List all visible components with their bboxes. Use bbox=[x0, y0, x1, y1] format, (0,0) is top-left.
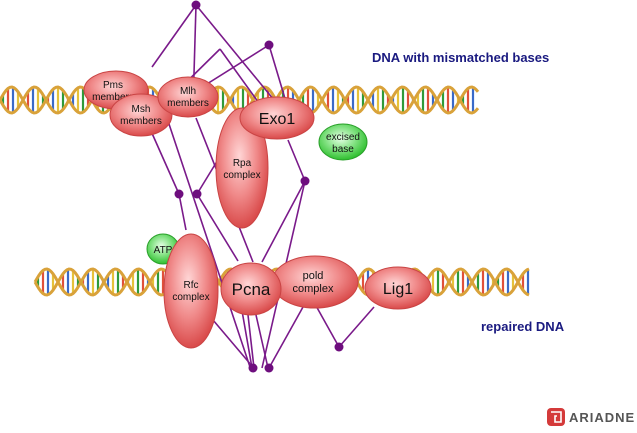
interaction-edge bbox=[255, 314, 269, 369]
junction-node bbox=[300, 176, 310, 186]
interaction-edge bbox=[240, 304, 253, 369]
node-pold-line1: pold bbox=[303, 270, 324, 282]
junction-node bbox=[264, 363, 274, 373]
interaction-edge bbox=[219, 48, 262, 107]
interaction-edge bbox=[247, 314, 255, 369]
interaction-edge bbox=[196, 193, 239, 262]
interaction-edge bbox=[287, 139, 306, 182]
junction-node bbox=[174, 189, 184, 199]
node-rpa-line2: complex bbox=[223, 170, 260, 181]
dna-top-strand-backbone bbox=[0, 85, 480, 115]
junction-node bbox=[248, 363, 258, 373]
interaction-edge bbox=[338, 306, 375, 348]
junction-node bbox=[192, 189, 202, 199]
interaction-edge bbox=[167, 120, 252, 371]
interaction-edge bbox=[195, 4, 275, 101]
node-pms-line2: members bbox=[92, 92, 134, 103]
node-mlh-line1: Mlh bbox=[180, 86, 196, 97]
node-msh-line1: Msh bbox=[132, 104, 151, 115]
node-lig1-label: Lig1 bbox=[383, 281, 413, 298]
interaction-edge bbox=[212, 319, 253, 367]
interaction-edge bbox=[314, 303, 340, 348]
node-pms-line1: Pms bbox=[103, 80, 123, 91]
junction-node bbox=[334, 342, 344, 352]
node-rfc-line1: Rfc bbox=[184, 280, 199, 291]
node-pcna-label: Pcna bbox=[232, 280, 271, 299]
node-exo1[interactable]: Exo1 bbox=[239, 96, 315, 140]
logo-text: ARIADNE bbox=[569, 410, 635, 425]
interaction-edge bbox=[178, 193, 187, 231]
label-top-strand: DNA with mismatched bases bbox=[372, 50, 549, 65]
logo-maze-icon bbox=[547, 408, 565, 426]
junction-node bbox=[264, 40, 274, 50]
junction-layer bbox=[174, 0, 344, 373]
node-pold-line2: complex bbox=[293, 283, 334, 295]
node-excised-base-line1: excised bbox=[326, 132, 360, 143]
interaction-edge bbox=[261, 180, 306, 263]
interaction-edge bbox=[150, 130, 180, 195]
node-excised-base-line2: base bbox=[332, 144, 354, 155]
node-exo1-label: Exo1 bbox=[259, 111, 296, 128]
node-rpa-line1: Rpa bbox=[233, 158, 252, 169]
node-atp-label: ATP bbox=[154, 245, 173, 256]
node-lig1[interactable]: Lig1 bbox=[364, 266, 432, 310]
node-msh-line2: members bbox=[120, 116, 162, 127]
interaction-edge bbox=[151, 4, 197, 68]
label-bottom-strand: repaired DNA bbox=[481, 319, 565, 334]
node-rfc-line2: complex bbox=[172, 292, 209, 303]
interaction-edge bbox=[268, 306, 304, 369]
node-pcna[interactable]: Pcna bbox=[220, 262, 282, 316]
node-mlh-line2: members bbox=[167, 98, 209, 109]
junction-node bbox=[191, 0, 201, 10]
ariadne-logo: ARIADNE bbox=[547, 408, 635, 426]
